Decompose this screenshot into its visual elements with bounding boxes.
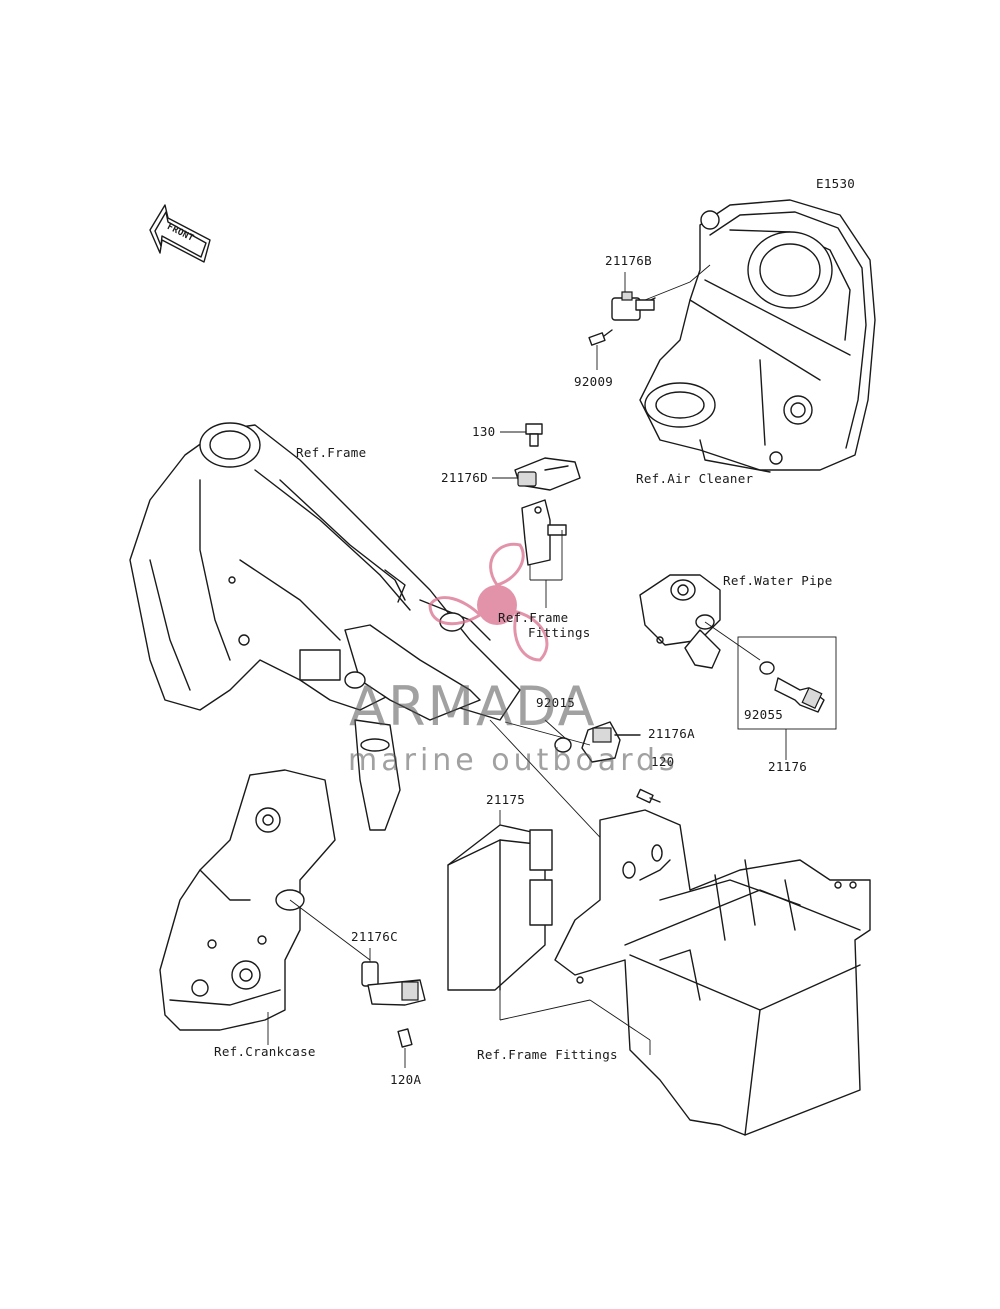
label-ref-frame-fittings-bottom: Ref.Frame Fittings <box>477 1047 618 1062</box>
part-130 <box>500 423 543 447</box>
label-21176A: 21176A <box>648 726 695 741</box>
label-92009: 92009 <box>574 374 614 389</box>
watermark-propeller-icon <box>428 542 549 662</box>
label-21176: 21176 <box>768 759 808 774</box>
label-21176C: 21176C <box>351 929 398 944</box>
part-21176D <box>492 457 581 491</box>
label-21175: 21175 <box>486 792 526 807</box>
part-21176A <box>504 719 661 804</box>
label-ref-frame: Ref.Frame <box>296 445 367 460</box>
part-92009 <box>588 329 613 370</box>
label-ref-frame-fittings-2: Fittings <box>528 625 591 640</box>
watermark-tagline: marine outboards <box>348 743 679 778</box>
part-21176 <box>737 636 837 760</box>
label-92055: 92055 <box>744 707 784 722</box>
label-ref-water-pipe: Ref.Water Pipe <box>723 573 833 588</box>
diagram-code: E1530 <box>816 176 856 191</box>
label-ref-air-cleaner: Ref.Air Cleaner <box>636 471 754 486</box>
bracket <box>521 499 567 608</box>
label-120: 120 <box>651 754 675 769</box>
label-120A: 120A <box>390 1072 422 1087</box>
frame <box>129 422 521 831</box>
label-ref-crankcase: Ref.Crankcase <box>214 1044 316 1059</box>
part-21176B <box>611 264 711 321</box>
air-cleaner-housing <box>639 199 876 473</box>
battery-case <box>554 809 871 1136</box>
label-92015: 92015 <box>536 695 576 710</box>
label-ref-frame-fittings-1: Ref.Frame <box>498 610 569 625</box>
crankcase <box>159 769 371 1045</box>
label-130: 130 <box>472 424 496 439</box>
label-21176D: 21176D <box>441 470 488 485</box>
part-21176C <box>361 948 426 1068</box>
label-21176B: 21176B <box>605 253 652 268</box>
watermark-brand: ARMADA <box>349 675 597 738</box>
part-21175 <box>447 810 591 1021</box>
water-pipe <box>639 574 761 669</box>
front-arrow-icon <box>149 204 211 263</box>
